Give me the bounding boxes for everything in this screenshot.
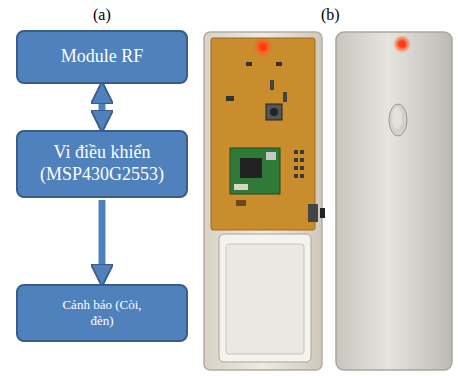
process-box: Vi điều khiển (MSP430G2553) (16, 130, 188, 198)
closed-device (336, 32, 452, 370)
box-label: Vi điều khiển (MSP430G2553) (26, 142, 178, 185)
output-box: Cảnh báo (Còi, đèn) (16, 284, 188, 342)
block-arrow (99, 86, 106, 128)
box-text-group: Module RF (61, 46, 144, 68)
panel-label: (b) (321, 6, 340, 24)
panel-label: (a) (93, 6, 111, 24)
box-label: Cảnh báo (Còi, đèn) (56, 297, 148, 328)
block-arrow (99, 200, 106, 282)
box-label: Module RF (61, 46, 144, 68)
box-text-group: Vi điều khiển (MSP430G2553) (26, 142, 178, 185)
process-box: Module RF (16, 30, 188, 84)
box-text-group: Cảnh báo (Còi, đèn) (56, 297, 148, 328)
open-device (204, 32, 325, 370)
